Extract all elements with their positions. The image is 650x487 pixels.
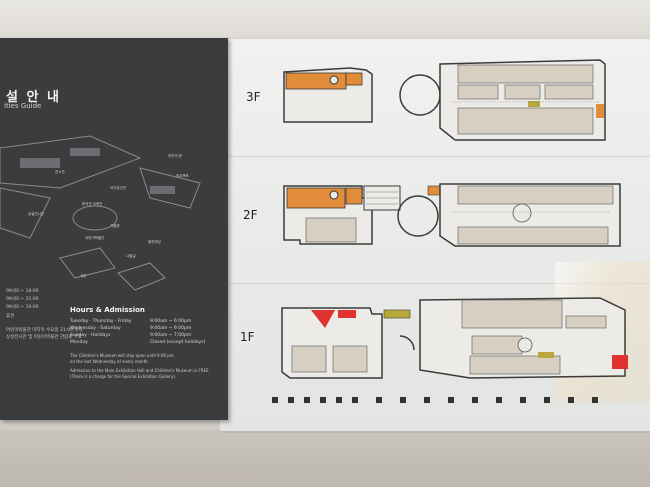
map-label: 열린마당 xyxy=(148,240,161,244)
left-note: 어린이박물관 마지막 수요일 21:00 까지 xyxy=(6,328,83,333)
board-divider xyxy=(230,283,650,284)
hours-title: Hours & Admission xyxy=(70,306,145,314)
legend-icons xyxy=(272,397,598,403)
floor-label-1f: 1F xyxy=(240,330,255,344)
map-label: 어린이박물관 xyxy=(85,236,105,240)
plan-3f xyxy=(283,59,606,141)
plan-1f xyxy=(281,297,628,379)
board-divider xyxy=(230,156,650,157)
hours-time: 9:00am ~ 6:00pm xyxy=(150,319,192,324)
map-label: 보안의 문 xyxy=(168,154,182,158)
hours-note: Admission to the Main Exhibition Hall an… xyxy=(70,368,210,373)
hours-day: Sunday · Holidays xyxy=(70,333,111,338)
hours-time: 9:00am ~ 7:00pm xyxy=(150,333,192,338)
map-label: 한국관 교육관 xyxy=(82,202,103,206)
map-label: 국가유산관 xyxy=(110,186,127,190)
plan-2f xyxy=(283,183,621,247)
panel-title-en: ities Guide xyxy=(4,102,42,110)
left-hours-row: 09:00 ~ 21:00 xyxy=(6,297,39,302)
left-note: 상설전시관 및 어린이박물관 관람료 무료 xyxy=(6,335,83,340)
floor-label-2f: 2F xyxy=(243,208,258,222)
hours-note: (There is a charge for the Special Exhib… xyxy=(70,374,176,379)
left-hours-row: 09:00 ~ 19:00 xyxy=(6,305,39,310)
panel-title-ko: 설 안 내 xyxy=(6,90,61,105)
map-label: 나들길 xyxy=(126,254,136,258)
hours-note: on the last Wednesday of every month. xyxy=(70,359,149,364)
map-label: 전시관 xyxy=(55,170,65,174)
hours-note: The Children's Museum will stay open unt… xyxy=(70,353,174,358)
floor-label-3f: 3F xyxy=(246,90,261,104)
left-hours-row: 휴관 xyxy=(6,314,15,319)
hours-time: 9:00am ~ 9:00pm xyxy=(150,326,192,331)
directory-panel: 설 안 내 ities Guide 보안의 문 전시관 국가유산관 미르폭포 상… xyxy=(0,38,228,420)
hours-time: Closed (except holidays) xyxy=(150,340,206,345)
map-label: 미르폭포 xyxy=(176,174,189,178)
site-map xyxy=(0,135,201,291)
hours-day: Wednesday · Saturday xyxy=(70,326,121,331)
map-label: 서문 xyxy=(80,274,87,278)
map-label: 상설전시관 xyxy=(28,212,45,216)
floor xyxy=(0,430,650,487)
map-label: 거울못 xyxy=(110,224,120,228)
left-hours-row: 09:00 ~ 18:00 xyxy=(6,289,39,294)
hours-day: Tuesday · Thursday · Friday xyxy=(70,319,132,324)
hours-day: Monday xyxy=(70,340,88,345)
